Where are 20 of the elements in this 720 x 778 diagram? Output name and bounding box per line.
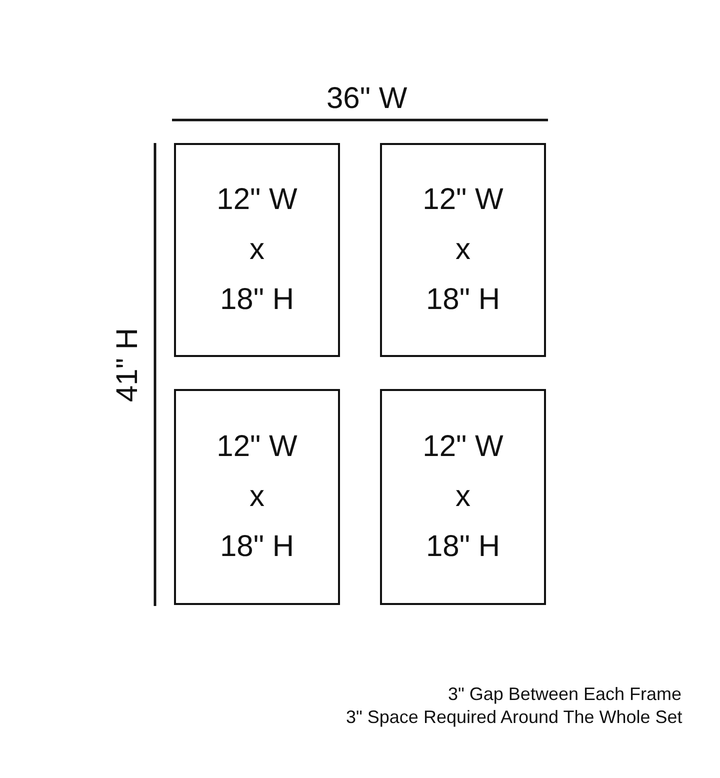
size-label: 18" H — [220, 282, 294, 318]
size-label: 12" W — [422, 429, 504, 465]
size-label: x — [250, 479, 264, 515]
frame-outline — [174, 389, 340, 605]
size-label: 18" H — [220, 529, 294, 565]
size-label: 18" H — [426, 529, 500, 565]
size-label: 12" W — [216, 429, 298, 465]
size-label: x — [456, 232, 470, 268]
width-dimension: 36" W — [326, 82, 408, 116]
size-label: x — [250, 232, 264, 268]
size-label: 12" W — [216, 182, 298, 218]
note: 3" Gap Between Each Frame — [448, 684, 682, 705]
height-dimension: 41" H — [111, 328, 146, 402]
size-label: 18" H — [426, 282, 500, 318]
frame-outline — [380, 143, 546, 357]
frame-outline — [174, 143, 340, 357]
frame-outline — [380, 389, 546, 605]
note: 3" Space Required Around The Whole Set — [346, 707, 682, 728]
size-label: 12" W — [422, 182, 504, 218]
size-label: x — [456, 479, 470, 515]
